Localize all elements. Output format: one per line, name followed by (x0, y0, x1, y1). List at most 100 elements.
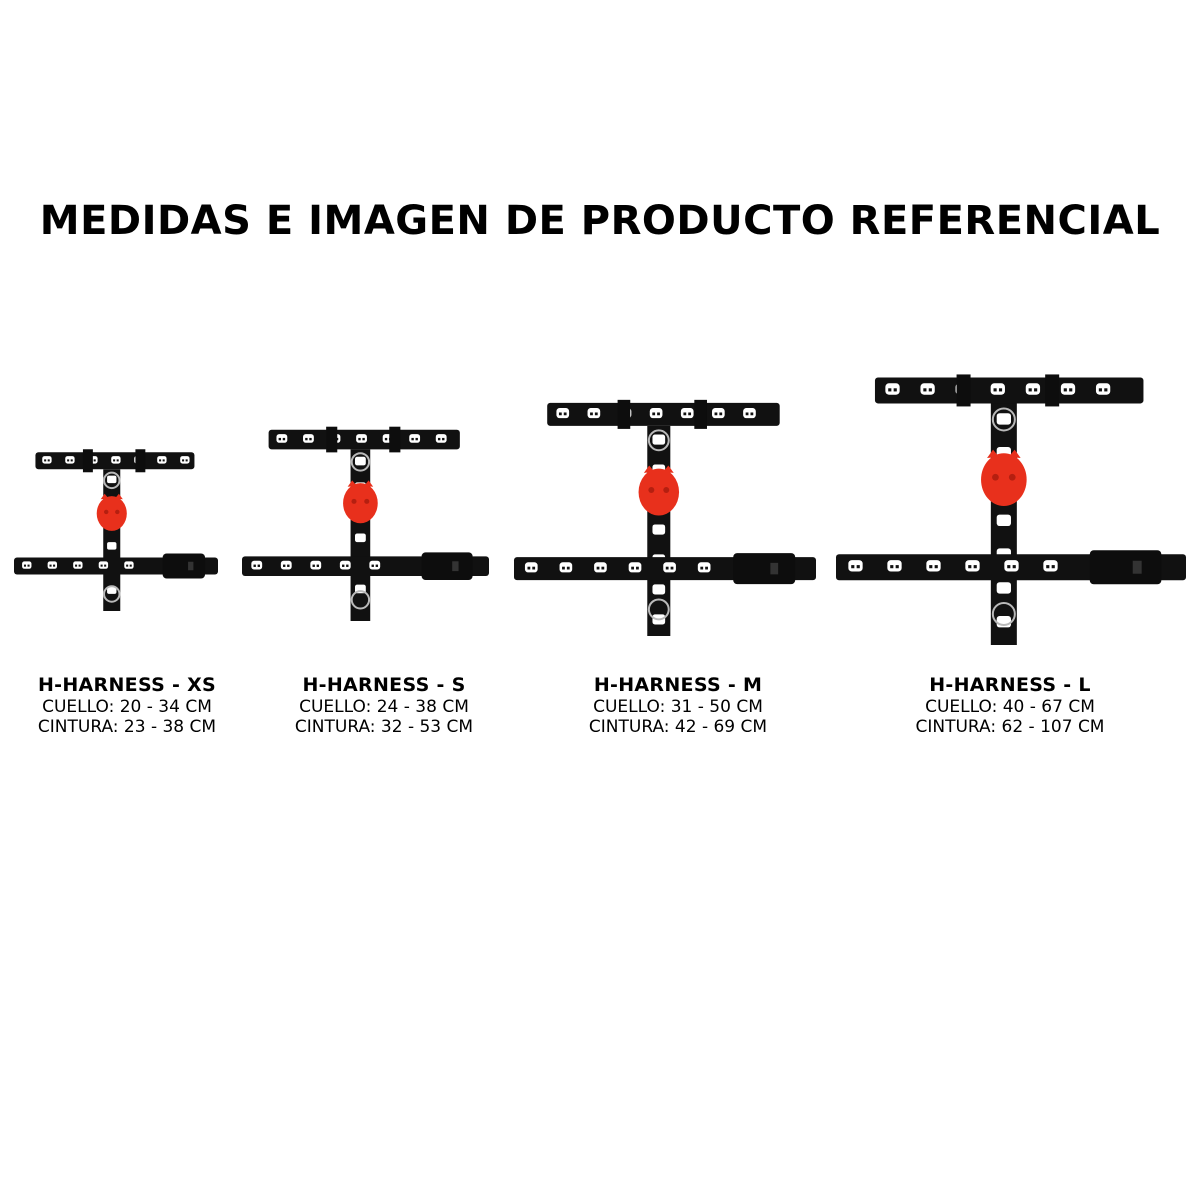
skull-pattern-icon (22, 561, 32, 569)
skull-pattern-icon (594, 562, 607, 573)
product-xs (10, 440, 222, 615)
skull-pattern-icon (409, 434, 421, 443)
b-pattern-icon (652, 524, 666, 535)
skull-pattern-icon (276, 434, 288, 443)
skull-pattern-icon (369, 560, 381, 570)
skull-pattern-icon (124, 561, 134, 569)
skull-pattern-icon (65, 456, 75, 464)
skull-pattern-icon (712, 408, 725, 419)
product-name: H-HARNESS - XS (37, 674, 217, 696)
neck-strap (874, 377, 1144, 404)
d-ring-icon (350, 590, 371, 610)
skull-pattern-icon (47, 561, 57, 569)
product-caption: H-HARNESS - L CUELLO: 40 - 67 CM CINTURA… (860, 673, 1160, 737)
skull-pattern-icon (73, 561, 83, 569)
neck-measure: CUELLO: 24 - 38 CM (299, 697, 469, 717)
product-caption: H-HARNESS - S CUELLO: 24 - 38 CM CINTURA… (234, 673, 534, 737)
skull-pattern-icon (649, 408, 663, 419)
skull-pattern-icon (1043, 560, 1058, 572)
skull-pattern-icon (628, 562, 642, 573)
slider-buckle (617, 399, 631, 429)
b-pattern-icon (354, 533, 366, 543)
skull-pattern-icon (251, 560, 263, 570)
d-ring-icon (647, 429, 670, 452)
slider-buckle (956, 374, 971, 407)
skull-pattern-icon (280, 560, 292, 570)
harness-image (514, 399, 816, 636)
harness-image (14, 449, 218, 611)
skull-pattern-icon (926, 560, 941, 572)
product-m (510, 385, 820, 640)
slider-buckle (694, 399, 707, 429)
b-pattern-icon (107, 586, 117, 594)
red-skull-tag-icon (343, 480, 378, 524)
skull-pattern-icon (180, 456, 190, 464)
buckle-slot (1132, 560, 1142, 574)
skull-pattern-icon (990, 383, 1005, 395)
waist-measure: CINTURA: 32 - 53 CM (294, 717, 474, 737)
b-pattern-icon (107, 542, 117, 550)
b-pattern-icon (107, 475, 117, 484)
buckle-slot (770, 562, 779, 575)
d-ring-icon (350, 452, 371, 472)
skull-pattern-icon (1004, 560, 1019, 572)
skull-pattern-icon (310, 560, 322, 570)
waist-buckle (733, 553, 796, 585)
skull-pattern-icon (98, 561, 109, 569)
waist-measure: CINTURA: 23 - 38 CM (37, 717, 217, 737)
harness-image (836, 374, 1186, 645)
skull-pattern-icon (42, 456, 52, 464)
slider-buckle (326, 426, 338, 453)
b-pattern-icon (652, 434, 666, 445)
neck-measure: CUELLO: 31 - 50 CM (593, 697, 763, 717)
skull-pattern-icon (587, 408, 601, 419)
skull-pattern-icon (559, 562, 573, 573)
skull-pattern-icon (663, 562, 676, 573)
skull-pattern-icon (524, 562, 538, 573)
skull-pattern-icon (848, 560, 863, 572)
waist-buckle (162, 553, 206, 579)
waist-measure: CINTURA: 62 - 107 CM (915, 717, 1105, 737)
waist-buckle (421, 552, 473, 581)
skull-pattern-icon (885, 383, 900, 395)
slider-buckle (1045, 374, 1060, 407)
skull-pattern-icon (111, 456, 121, 464)
skull-pattern-icon (1025, 383, 1041, 395)
slider-buckle (82, 449, 93, 473)
skull-pattern-icon (1095, 383, 1111, 395)
d-ring-icon (991, 601, 1016, 626)
d-ring-icon (991, 407, 1016, 432)
skull-pattern-icon (435, 434, 447, 443)
skull-pattern-icon (556, 408, 570, 419)
red-skull-tag-icon (96, 493, 127, 531)
neck-measure: CUELLO: 20 - 34 CM (42, 697, 212, 717)
skull-pattern-icon (697, 562, 711, 573)
neck-measure: CUELLO: 40 - 67 CM (925, 697, 1095, 717)
red-skull-tag-icon (638, 465, 680, 516)
skull-pattern-icon (157, 456, 167, 464)
slider-buckle (389, 426, 401, 453)
skull-pattern-icon (965, 560, 980, 572)
skull-pattern-icon (339, 560, 351, 570)
skull-pattern-icon (920, 383, 935, 395)
product-name: H-HARNESS - L (929, 674, 1091, 696)
b-pattern-icon (354, 456, 366, 466)
d-ring-icon (647, 598, 670, 621)
skull-pattern-icon (887, 560, 902, 572)
product-s (238, 415, 493, 625)
b-pattern-icon (996, 582, 1011, 594)
product-name: H-HARNESS - S (302, 674, 466, 696)
page-title: MEDIDAS E IMAGEN DE PRODUCTO REFERENCIAL (39, 198, 1161, 244)
product-caption: H-HARNESS - M CUELLO: 31 - 50 CM CINTURA… (528, 673, 828, 737)
b-pattern-icon (996, 514, 1011, 527)
skull-pattern-icon (303, 434, 314, 443)
buckle-slot (452, 561, 459, 572)
slider-buckle (135, 449, 146, 473)
harness-image (242, 426, 489, 621)
skull-pattern-icon (1060, 383, 1076, 395)
skull-pattern-icon (356, 434, 367, 443)
skull-pattern-icon (743, 408, 756, 419)
d-ring-icon (103, 585, 121, 603)
red-skull-tag-icon (981, 449, 1027, 507)
b-pattern-icon (996, 413, 1011, 425)
